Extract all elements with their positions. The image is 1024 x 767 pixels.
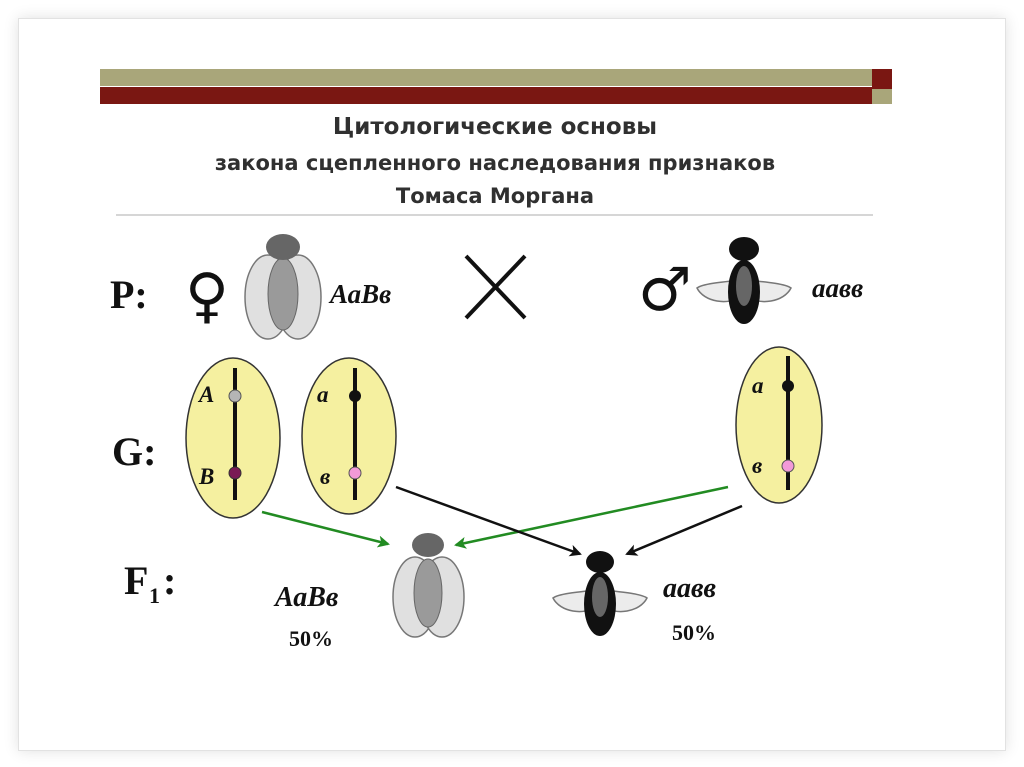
offspring-2-percent: 50% (672, 620, 716, 645)
gamete-female-2: а в (302, 358, 396, 514)
male-symbol: ♂ (638, 255, 692, 325)
gamete-female-1: А В (186, 358, 280, 518)
allele-label: В (198, 464, 214, 489)
allele-label: а (317, 382, 329, 407)
allele-label: в (752, 453, 762, 478)
row-label-f1: F 1 : (124, 558, 176, 608)
female-fly-icon (245, 234, 321, 339)
male-fly-icon (697, 237, 791, 324)
black-arrow-right (627, 506, 742, 554)
offspring-1-percent: 50% (289, 626, 333, 651)
allele-label: А (197, 382, 214, 407)
row-label-p: P: (110, 272, 148, 317)
offspring-1-genotype: АаВв (273, 582, 339, 613)
offspring-fly-grey-icon (393, 533, 464, 637)
row-label-f1-subscript: 1 (149, 583, 160, 608)
green-arrow-right (456, 487, 728, 545)
row-label-g: G: (112, 429, 156, 474)
male-genotype: аавв (812, 273, 863, 303)
offspring-2-genotype: аавв (663, 573, 717, 604)
allele-label: а (752, 373, 764, 398)
row-label-f1-colon: : (163, 558, 176, 603)
offspring-fly-black-icon (553, 551, 647, 636)
row-label-f1-letter: F (124, 558, 148, 603)
allele-label: в (320, 464, 330, 489)
female-genotype: АаВв (328, 279, 391, 309)
green-arrow-left (262, 512, 388, 544)
gamete-male: а в (736, 347, 822, 503)
cross-icon (466, 256, 525, 318)
female-symbol: ♀ (185, 261, 229, 331)
